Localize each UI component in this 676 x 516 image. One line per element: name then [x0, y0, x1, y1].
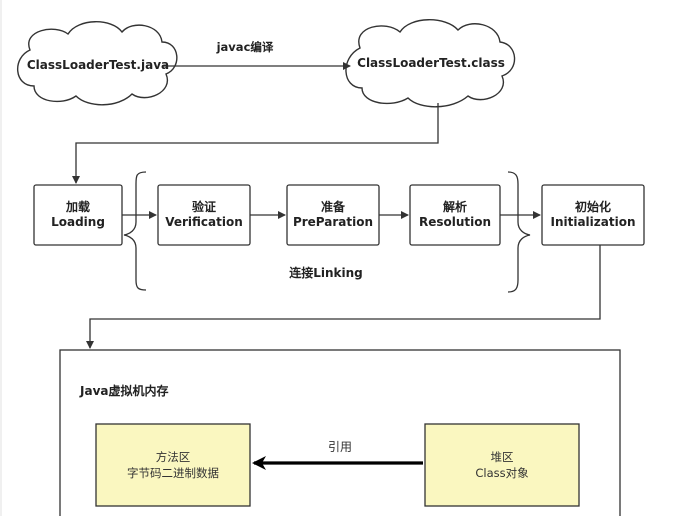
jvm-memory-title: Java虚拟机内存	[80, 384, 169, 398]
heap-area-title: 堆区	[490, 450, 514, 464]
initialization-stage-cn: 初始化	[574, 200, 611, 214]
method-area-box	[95, 423, 251, 507]
target-cloud-shape	[345, 19, 516, 108]
compile-arrow-label: javac编译	[216, 40, 274, 54]
initialization-stage: 初始化 Initialization	[542, 185, 644, 245]
verification-stage-en: Verification	[165, 215, 243, 229]
linking-label: 连接Linking	[289, 266, 363, 280]
linking-right-brace	[507, 171, 531, 293]
method-area-title: 方法区	[155, 450, 191, 464]
heap-box	[424, 423, 580, 507]
verification-stage-cn: 验证	[191, 200, 216, 214]
loading-stage: 加载 Loading	[34, 185, 122, 245]
preparation-stage: 准备 PreParation	[287, 185, 379, 245]
verification-stage: 验证 Verification	[158, 185, 250, 245]
class-to-loading-connector	[72, 103, 439, 184]
loading-stage-cn: 加载	[65, 200, 90, 214]
resolution-stage-cn: 解析	[442, 200, 467, 214]
heap-area: 堆区 Class对象	[425, 424, 579, 506]
initialization-stage-en: Initialization	[550, 215, 636, 229]
heap-area-subtitle: Class对象	[475, 466, 529, 480]
reference-arrow-label: 引用	[327, 440, 352, 454]
resolution-stage-en: Resolution	[418, 215, 492, 229]
target-cloud-label: ClassLoaderTest.class	[357, 56, 505, 70]
loading-stage-en: Loading	[51, 215, 105, 229]
preparation-stage-cn: 准备	[320, 200, 345, 214]
source-cloud-shape	[16, 21, 178, 106]
initialization-box	[541, 184, 645, 246]
preparation-stage-en: PreParation	[292, 215, 374, 229]
source-cloud-label: ClassLoaderTest.java	[26, 58, 170, 72]
method-area-subtitle: 字节码二进制数据	[127, 466, 219, 480]
initialization-to-memory-connector	[86, 245, 601, 349]
method-area: 方法区 字节码二进制数据	[96, 424, 250, 506]
resolution-stage: 解析 Resolution	[410, 185, 500, 245]
linking-left-brace	[123, 171, 147, 291]
